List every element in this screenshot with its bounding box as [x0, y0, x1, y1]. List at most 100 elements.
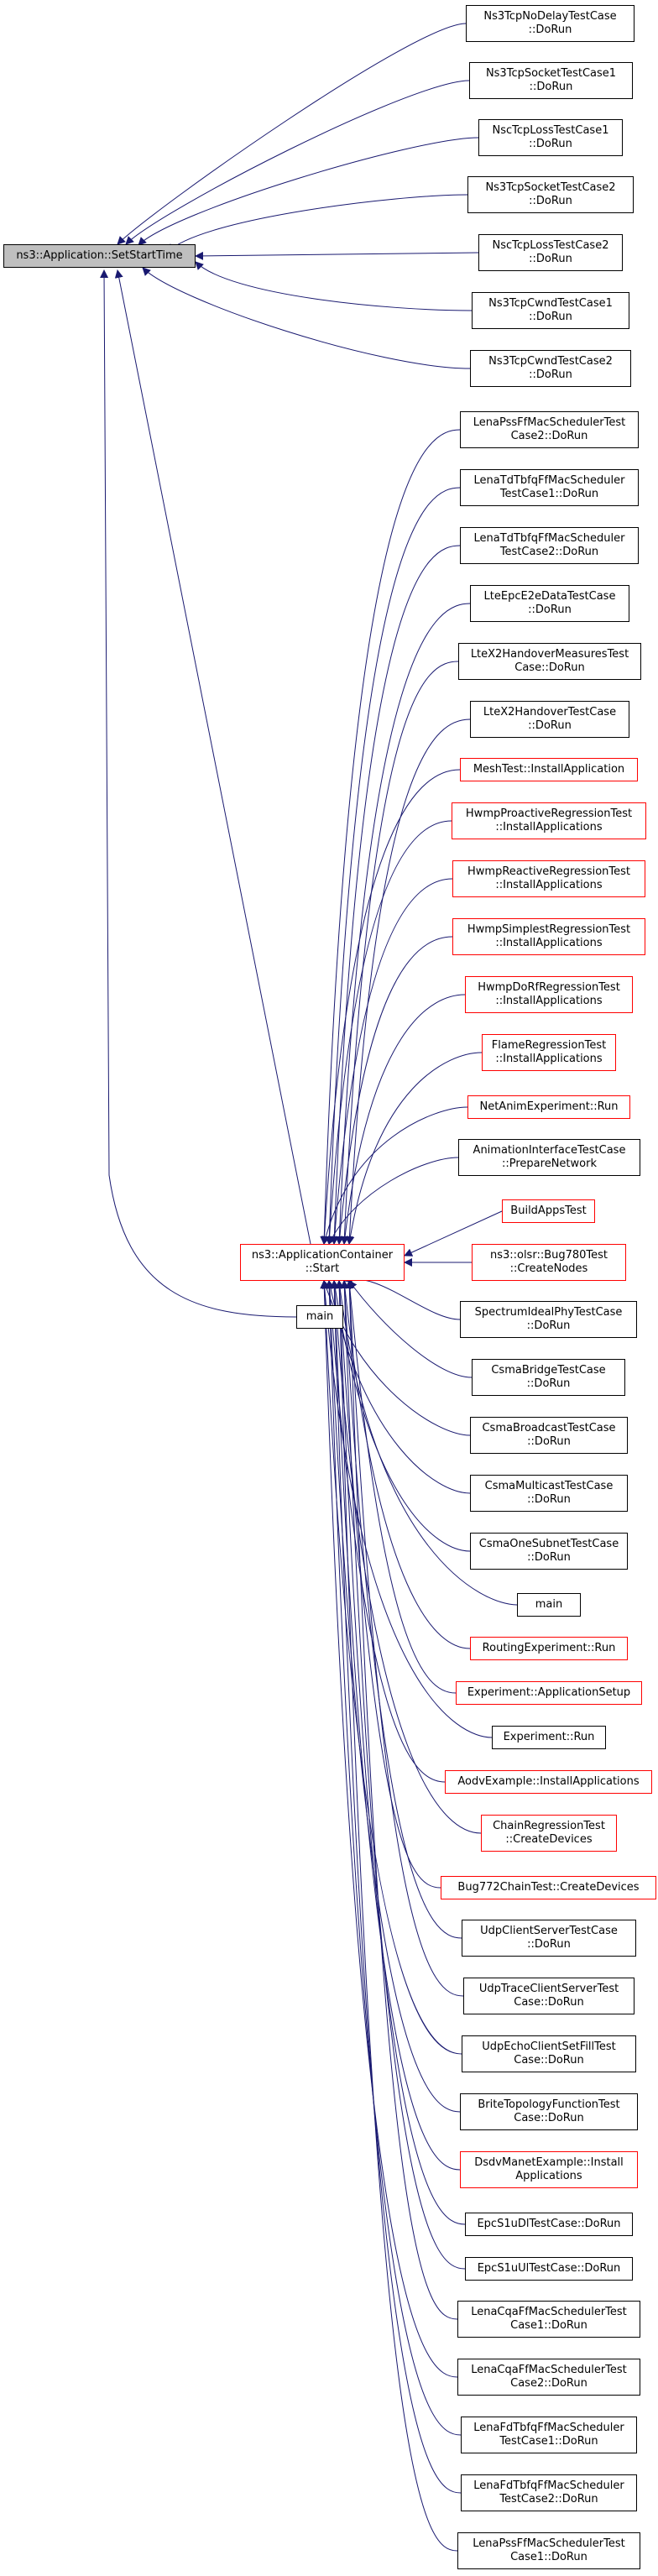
edge-container-caller: [340, 1280, 471, 1649]
container-caller-label: Experiment::Run: [504, 1731, 595, 1744]
container-caller-label-line: LenaPssFfMacSchedulerTest: [473, 2537, 625, 2550]
container-caller-node[interactable]: RoutingExperiment::Run: [470, 1637, 628, 1660]
container-caller-node[interactable]: ns3::olsr::Bug780Test::CreateNodes: [472, 1244, 626, 1281]
edge-container-caller: [325, 820, 452, 1245]
container-caller-node[interactable]: CsmaBroadcastTestCase::DoRun: [470, 1417, 628, 1454]
container-caller-label: HwmpProactiveRegressionTest::InstallAppl…: [466, 807, 632, 834]
direct-caller-node[interactable]: Ns3TcpSocketTestCase2::DoRun: [467, 176, 634, 213]
container-caller-label: CsmaBroadcastTestCase::DoRun: [482, 1422, 615, 1449]
container-caller-node[interactable]: EpcS1uDlTestCase::DoRun: [465, 2213, 633, 2236]
container-caller-label-line: Case::DoRun: [514, 1996, 584, 2009]
container-caller-label: Experiment::ApplicationSetup: [467, 1686, 630, 1700]
direct-caller-node[interactable]: Ns3TcpSocketTestCase1::DoRun: [469, 62, 633, 99]
container-label-line-1: ns3::ApplicationContainer: [251, 1249, 394, 1262]
container-caller-node[interactable]: BuildAppsTest: [502, 1199, 595, 1223]
direct-caller-node[interactable]: Ns3TcpCwndTestCase2::DoRun: [470, 350, 631, 387]
edge-direct-caller: [195, 251, 479, 260]
container-caller-label-line: ::DoRun: [526, 1377, 571, 1390]
container-caller-label-line: EpcS1uDlTestCase::DoRun: [477, 2218, 621, 2230]
container-caller-label: MeshTest::InstallApplication: [473, 763, 624, 776]
container-caller-node[interactable]: HwmpProactiveRegressionTest::InstallAppl…: [452, 802, 646, 839]
container-caller-label-line: ::DoRun: [527, 1493, 571, 1506]
edge-direct-caller: [167, 194, 468, 253]
main-function-node[interactable]: main: [296, 1305, 343, 1329]
container-caller-label: BuildAppsTest: [510, 1204, 586, 1218]
container-caller-label-line: CsmaOneSubnetTestCase: [478, 1538, 619, 1550]
container-caller-label-line: CsmaBridgeTestCase: [491, 1364, 606, 1377]
container-caller-node[interactable]: ChainRegressionTest::CreateDevices: [481, 1815, 617, 1852]
container-caller-node[interactable]: Bug772ChainTest::CreateDevices: [441, 1876, 656, 1899]
container-caller-label-line: ::InstallApplications: [495, 879, 603, 891]
container-caller-node[interactable]: LteX2HandoverTestCase::DoRun: [470, 701, 629, 738]
edge-container-caller: [328, 1157, 459, 1245]
container-caller-label-line: ::DoRun: [528, 604, 572, 616]
edge-container-caller: [330, 878, 453, 1245]
container-caller-label: ChainRegressionTest::CreateDevices: [493, 1820, 605, 1847]
container-caller-label-line: ns3::olsr::Bug780Test: [489, 1249, 608, 1262]
edges-layer: [100, 23, 518, 2552]
container-caller-node[interactable]: HwmpSimplestRegressionTest::InstallAppli…: [452, 918, 645, 955]
container-caller-node[interactable]: CsmaMulticastTestCase::DoRun: [470, 1475, 628, 1512]
container-caller-node[interactable]: AnimationInterfaceTestCase::PrepareNetwo…: [458, 1139, 640, 1176]
container-caller-label-line: DsdvManetExample::Install: [474, 2156, 624, 2169]
direct-caller-node[interactable]: NscTcpLossTestCase2::DoRun: [478, 234, 623, 271]
container-caller-node[interactable]: CsmaOneSubnetTestCase::DoRun: [470, 1533, 628, 1570]
container-caller-node[interactable]: HwmpReactiveRegressionTest::InstallAppli…: [452, 860, 645, 897]
container-caller-label-line: CsmaMulticastTestCase: [484, 1480, 614, 1492]
container-caller-node[interactable]: FlameRegressionTest::InstallApplications: [482, 1034, 616, 1071]
edge-container-caller: [322, 1280, 471, 1436]
edge-direct-caller: [142, 267, 471, 369]
direct-caller-node[interactable]: Ns3TcpNoDelayTestCase::DoRun: [466, 5, 634, 42]
container-caller-node[interactable]: EpcS1uUlTestCase::DoRun: [465, 2257, 633, 2281]
container-caller-label-line: LenaCqaFfMacSchedulerTest: [471, 2306, 627, 2318]
container-caller-node[interactable]: main: [517, 1593, 581, 1617]
direct-caller-node[interactable]: Ns3TcpCwndTestCase1::DoRun: [472, 292, 629, 329]
edge-container-caller: [320, 1280, 462, 2055]
container-caller-node[interactable]: AodvExample::InstallApplications: [445, 1770, 652, 1794]
direct-caller-label-line: ::DoRun: [529, 195, 572, 207]
edge-container-caller: [321, 1106, 468, 1245]
container-caller-node[interactable]: Experiment::Run: [492, 1726, 606, 1749]
container-caller-label: RoutingExperiment::Run: [483, 1642, 616, 1655]
direct-caller-label-line: Ns3TcpCwndTestCase2: [488, 355, 613, 368]
container-caller-node[interactable]: SpectrumIdealPhyTestCase::DoRun: [460, 1301, 637, 1338]
container-caller-node[interactable]: LteEpcE2eDataTestCase::DoRun: [470, 585, 629, 622]
edge-container-caller: [346, 1052, 483, 1245]
container-caller-label: CsmaMulticastTestCase::DoRun: [485, 1480, 614, 1507]
container-label-line-2: ::Start: [305, 1262, 340, 1275]
edge-container-caller: [335, 1280, 466, 2225]
container-caller-node[interactable]: HwmpDoRfRegressionTest::InstallApplicati…: [465, 976, 633, 1013]
edge-container-caller: [335, 936, 453, 1245]
container-caller-node[interactable]: UdpClientServerTestCase::DoRun: [462, 1920, 636, 1957]
container-caller-node[interactable]: MeshTest::InstallApplication: [460, 758, 638, 781]
direct-caller-label-line: Ns3TcpCwndTestCase1: [488, 297, 613, 310]
container-caller-label: UdpClientServerTestCase::DoRun: [480, 1925, 618, 1952]
container-caller-node[interactable]: Experiment::ApplicationSetup: [456, 1681, 642, 1705]
application-container-start-node[interactable]: ns3::ApplicationContainer ::Start: [240, 1244, 405, 1281]
edge-direct-caller: [138, 137, 479, 246]
container-caller-node[interactable]: NetAnimExperiment::Run: [467, 1095, 630, 1119]
container-caller-label: EpcS1uDlTestCase::DoRun: [477, 2218, 620, 2231]
direct-caller-node[interactable]: NscTcpLossTestCase1::DoRun: [478, 119, 623, 156]
edge-container-caller: [331, 1280, 471, 1552]
direct-caller-label: Ns3TcpCwndTestCase1::DoRun: [488, 297, 613, 324]
container-caller-node[interactable]: CsmaBridgeTestCase::DoRun: [472, 1359, 625, 1396]
direct-caller-label-line: ::DoRun: [529, 253, 572, 265]
